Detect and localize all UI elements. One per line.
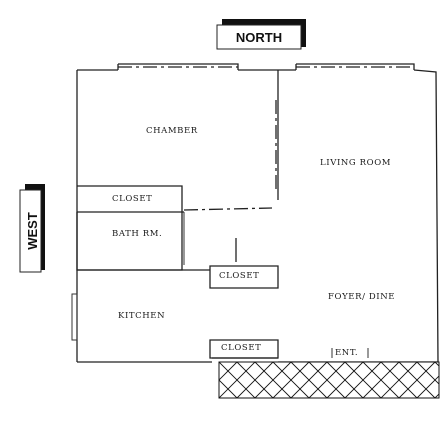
room-label-bath-rm: BATH RM. <box>112 229 162 239</box>
hatch-line <box>362 362 400 398</box>
hatch-line <box>380 362 418 398</box>
hatch-line <box>398 362 436 398</box>
hatch-line <box>219 379 238 398</box>
room-label-closet-mid: CLOSET <box>219 271 259 281</box>
hatch-line <box>254 362 292 398</box>
room-label-ent: ENT. <box>335 348 358 358</box>
hatch-line <box>219 362 220 363</box>
hatch-line <box>219 362 238 381</box>
hatch-line <box>272 362 310 398</box>
hatch-line <box>290 362 328 398</box>
hatch-line <box>344 362 382 398</box>
room-label-kitchen: KITCHEN <box>118 311 165 321</box>
interior-walls <box>76 70 369 359</box>
hatched-terrace <box>218 361 440 399</box>
west-text: WEST <box>25 212 40 250</box>
room-label-foyer-dine: FOYER/ DINE <box>328 292 395 302</box>
room-label-closet-top: CLOSET <box>112 194 152 204</box>
room-label-living-room: LIVING ROOM <box>320 158 391 168</box>
hatch-line <box>308 362 346 398</box>
hatch-line <box>219 362 256 398</box>
room-label-closet-bottom: CLOSET <box>221 343 261 353</box>
hatch-line <box>219 397 220 398</box>
north-compass-label: NORTH <box>216 19 306 50</box>
room-label-chamber: CHAMBER <box>146 126 198 136</box>
hatch-line <box>326 362 364 398</box>
west-compass-label: WEST <box>19 184 45 273</box>
north-text: NORTH <box>236 30 282 45</box>
hatch-line <box>236 362 274 398</box>
hatch-line <box>416 375 439 398</box>
